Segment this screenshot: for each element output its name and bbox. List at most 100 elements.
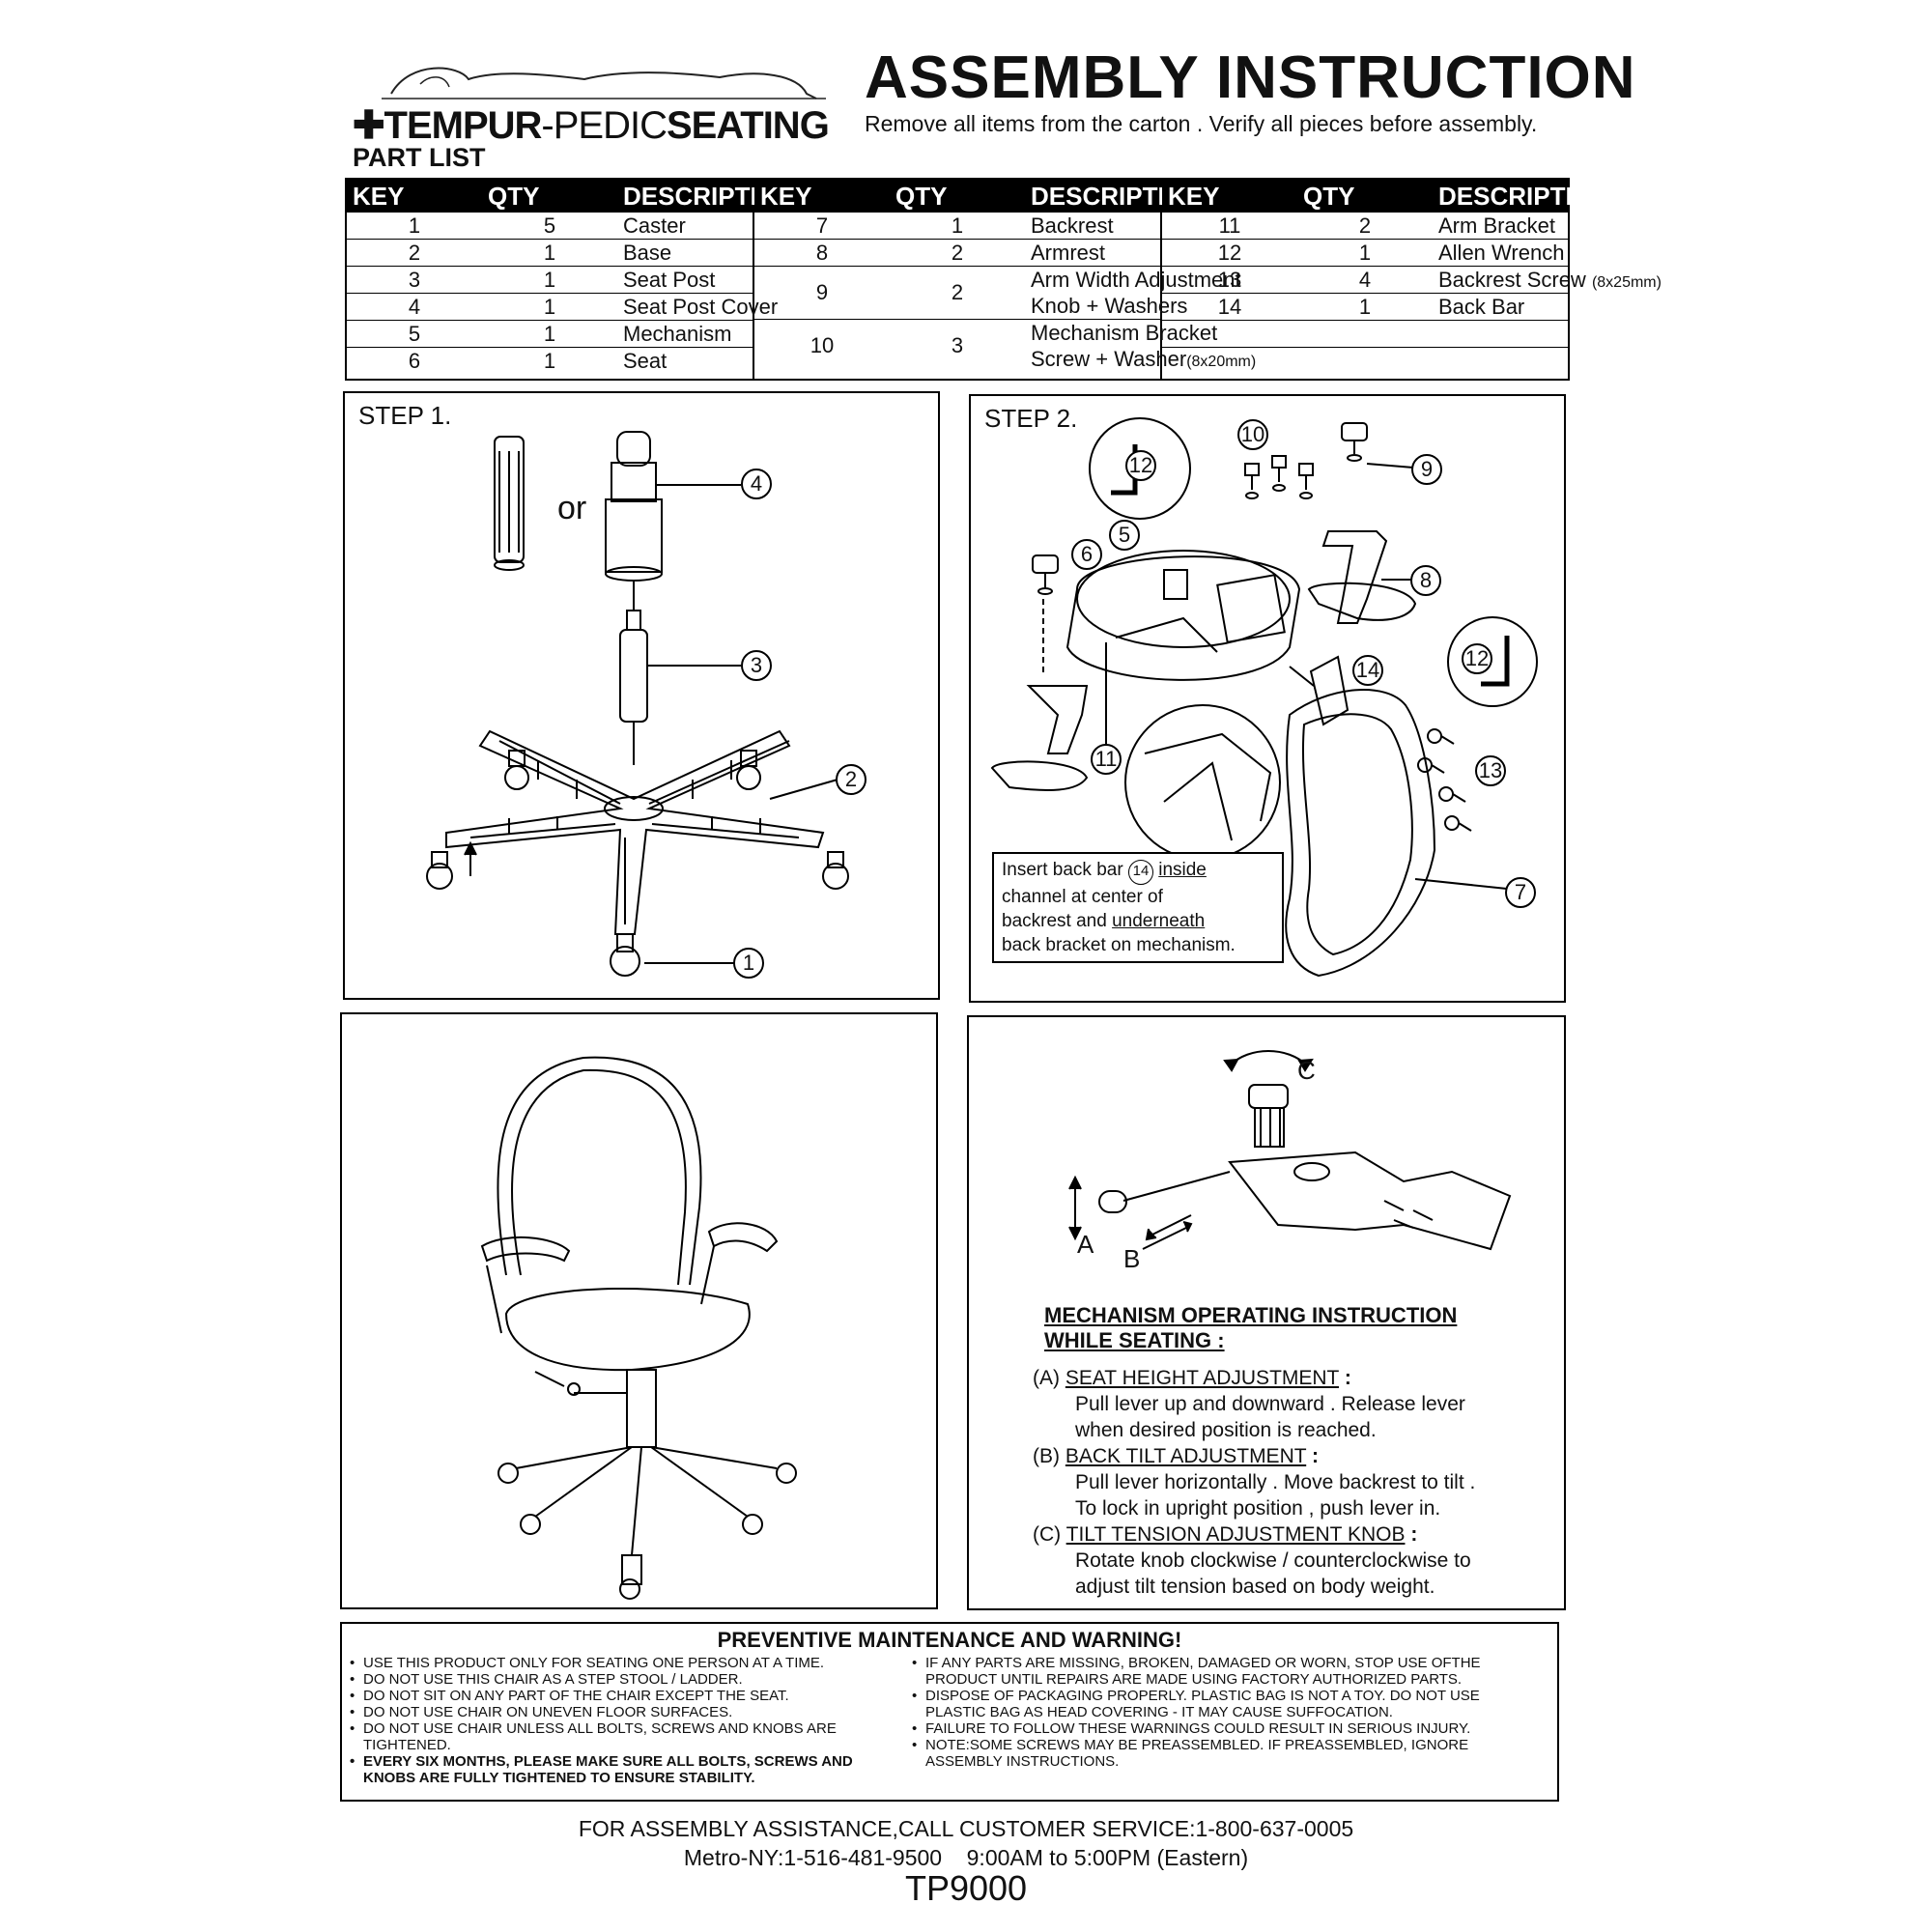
- instruction-heading: SEAT HEIGHT ADJUSTMENT: [1065, 1367, 1340, 1389]
- desc-cell-cont: Knob + Washers: [1025, 293, 1187, 320]
- desc-cell: Allen Wrench: [1433, 239, 1568, 267]
- desc-text: Backrest Screw: [1438, 267, 1586, 292]
- label-b: B: [1123, 1244, 1141, 1273]
- qty-cell: 2: [890, 266, 1025, 320]
- size-spec: (8x20mm): [1186, 353, 1257, 370]
- qty-cell: 1: [482, 293, 617, 321]
- size-spec: (8x25mm): [1591, 273, 1662, 291]
- qty-cell: 5: [482, 213, 617, 240]
- mechanism-instruction-list: (A) SEAT HEIGHT ADJUSTMENT : Pull lever …: [1033, 1365, 1475, 1600]
- key-cell: 9: [754, 266, 890, 320]
- qty-cell: 1: [890, 213, 1025, 240]
- qty-cell: 2: [890, 239, 1025, 267]
- header-key: KEY: [1162, 180, 1297, 213]
- callout-6: 6: [1071, 539, 1102, 570]
- or-text: or: [557, 490, 587, 526]
- note-line-3: backrest and underneath: [1002, 909, 1274, 933]
- note-line-1: Insert back bar 14 inside: [1002, 858, 1274, 885]
- instruction-line: Pull lever up and downward . Release lev…: [1075, 1393, 1465, 1415]
- instruction-a: (A) SEAT HEIGHT ADJUSTMENT : Pull lever …: [1033, 1365, 1475, 1443]
- label-c: C: [1297, 1056, 1316, 1085]
- desc-text: Screw + Washer: [1031, 346, 1187, 371]
- key-cell: 2: [347, 239, 482, 267]
- instruction-b: (B) BACK TILT ADJUSTMENT : Pull lever ho…: [1033, 1443, 1475, 1521]
- callout-4: 4: [741, 469, 772, 499]
- desc-cell: Arm Width Adjustment: [1031, 267, 1241, 292]
- customer-service-line: FOR ASSEMBLY ASSISTANCE,CALL CUSTOMER SE…: [578, 1816, 1354, 1841]
- instruction-tag: (C): [1033, 1523, 1062, 1546]
- note-text: Insert back bar: [1002, 860, 1123, 880]
- callout-13: 13: [1475, 755, 1506, 786]
- instruction-line: Pull lever horizontally . Move backrest …: [1075, 1471, 1476, 1493]
- step1-panel: STEP 1.: [343, 391, 940, 1000]
- qty-cell: 1: [482, 320, 617, 348]
- mechanism-instruction-title: MECHANISM OPERATING INSTRUCTION WHILE SE…: [1044, 1303, 1457, 1353]
- key-cell: 12: [1162, 239, 1297, 267]
- note-text: backrest and: [1002, 911, 1107, 931]
- mechanism-title-line2: WHILE SEATING :: [1044, 1328, 1225, 1352]
- list-item: DO NOT USE CHAIR UNLESS ALL BOLTS, SCREW…: [350, 1720, 866, 1753]
- instruction-colon: :: [1410, 1523, 1418, 1546]
- callout-1: 1: [733, 948, 764, 979]
- header-qty: QTY: [890, 180, 1025, 213]
- table-row-empty: [1162, 348, 1568, 375]
- key-cell: 11: [1162, 213, 1297, 240]
- table-row: Knob + Washers: [754, 293, 1187, 320]
- header-qty: QTY: [1297, 180, 1433, 213]
- key-cell: 14: [1162, 293, 1297, 321]
- assembled-chair-illustration: [480, 1056, 797, 1600]
- instruction-line: when desired position is reached.: [1075, 1419, 1377, 1441]
- desc-cell: Seat Post: [617, 266, 753, 294]
- mechanism-title-line1: MECHANISM OPERATING INSTRUCTION: [1044, 1303, 1458, 1327]
- callout-3: 3: [741, 650, 772, 681]
- callout-14-inline: 14: [1127, 860, 1153, 885]
- mechanism-panel: C A B MECHANISM OPERATING INSTRUCTION WH…: [967, 1015, 1566, 1610]
- note-line-2: channel at center of: [1002, 887, 1163, 907]
- desc-cell: Mechanism: [617, 320, 753, 348]
- callout-10: 10: [1237, 419, 1268, 450]
- step2-panel: STEP 2.: [969, 394, 1566, 1003]
- header-description: DESCRIPTION: [617, 180, 795, 213]
- callout-2: 2: [836, 764, 867, 795]
- label-a: A: [1077, 1230, 1094, 1259]
- table-row: Screw + Washer(8x20mm): [754, 346, 1256, 372]
- table-row-empty: [1162, 320, 1568, 348]
- callout-5: 5: [1109, 520, 1140, 551]
- callout-8: 8: [1410, 565, 1441, 596]
- qty-cell: 2: [1297, 213, 1433, 240]
- parts-header-row: KEY QTY DESCRIPTION: [347, 180, 795, 213]
- desc-cell: Seat Post Cover: [617, 293, 778, 321]
- note-line-4: back bracket on mechanism.: [1002, 935, 1236, 955]
- mechanism-diagram: [1068, 1050, 1512, 1251]
- note-emphasis: underneath: [1112, 911, 1206, 931]
- warning-list-right: IF ANY PARTS ARE MISSING, BROKEN, DAMAGE…: [912, 1655, 1535, 1770]
- instruction-tag: (A): [1033, 1367, 1060, 1389]
- key-cell: 4: [347, 293, 482, 321]
- desc-cell: Backrest: [1025, 213, 1160, 240]
- header-qty: QTY: [482, 180, 617, 213]
- back-bar-note: Insert back bar 14 inside channel at cen…: [992, 852, 1284, 963]
- callout-14: 14: [1352, 655, 1383, 686]
- parts-header-row: KEY QTY DESCRIPTION: [754, 180, 1203, 213]
- instruction-line: Rotate knob clockwise / counterclockwise…: [1075, 1549, 1471, 1572]
- desc-cell: Arm Bracket: [1433, 213, 1568, 240]
- instruction-heading: BACK TILT ADJUSTMENT: [1065, 1445, 1307, 1467]
- metro-ny-hours-line: Metro-NY:1-516-481-9500 9:00AM to 5:00PM…: [683, 1845, 1249, 1870]
- qty-cell: 1: [543, 348, 556, 373]
- instruction-line: adjust tilt tension based on body weight…: [1075, 1576, 1435, 1598]
- qty-cell: 1: [482, 266, 617, 294]
- instruction-heading: TILT TENSION ADJUSTMENT KNOB: [1065, 1523, 1406, 1546]
- page-subtitle: Remove all items from the carton . Verif…: [865, 111, 1538, 136]
- model-number: TP9000: [904, 1868, 1028, 1908]
